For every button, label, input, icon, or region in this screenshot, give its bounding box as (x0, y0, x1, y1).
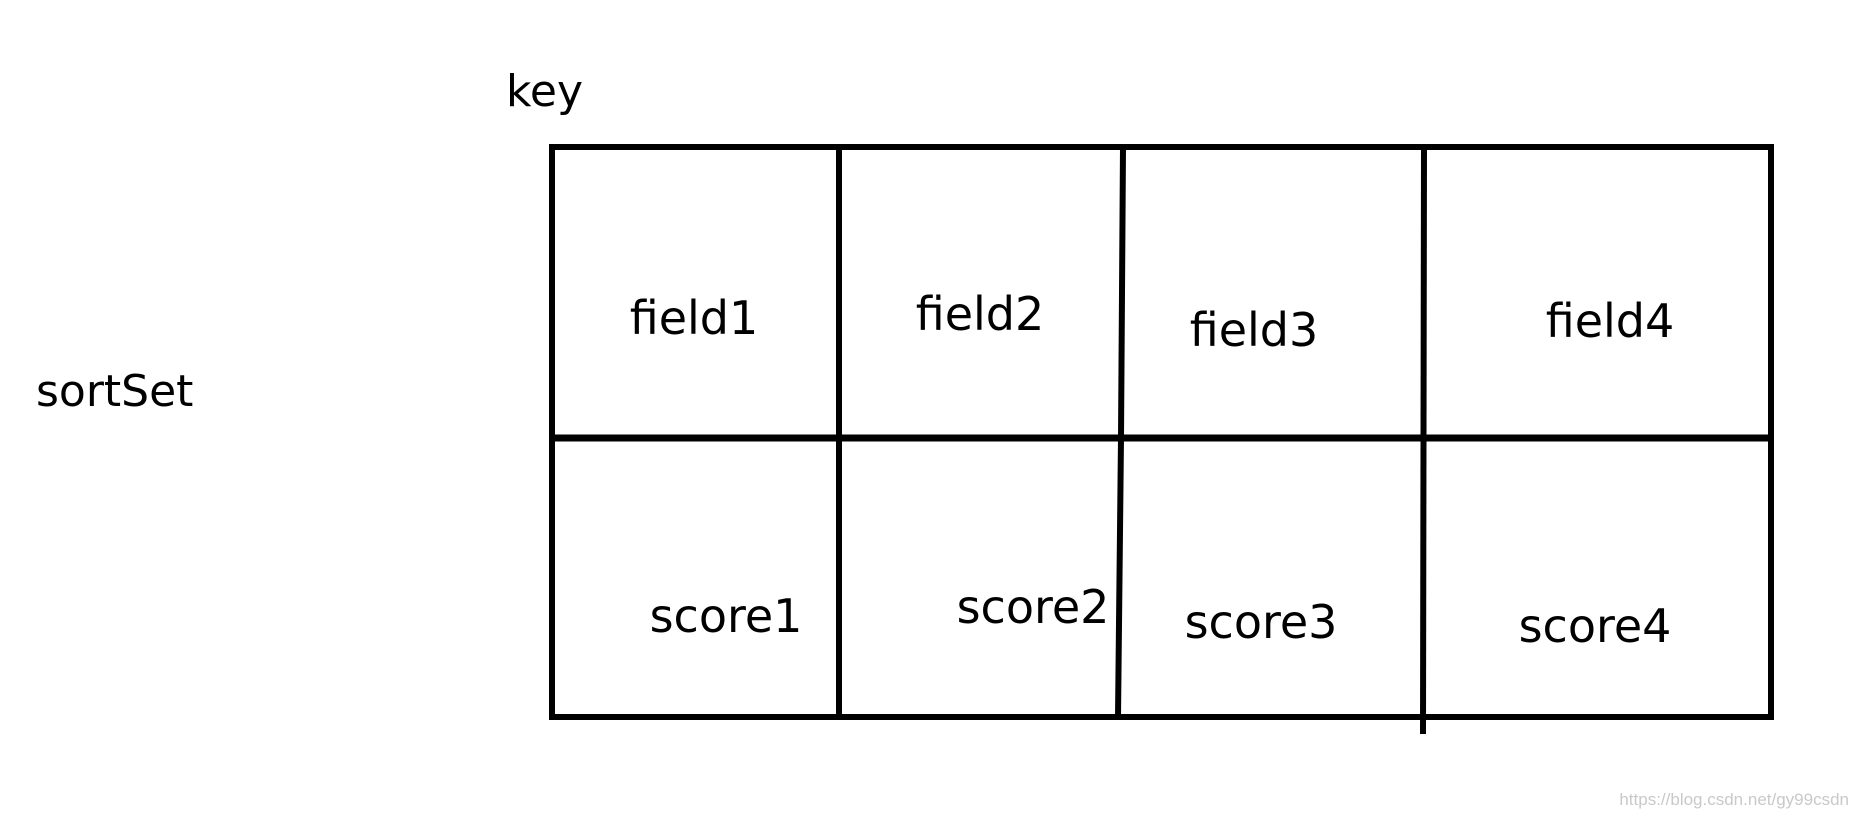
field-cell-2: field2 (915, 287, 1045, 341)
field-cell-1: field1 (629, 291, 759, 345)
score-cell-1: score1 (649, 589, 803, 643)
field-cell-4: field4 (1545, 294, 1675, 348)
score-cell-4: score4 (1518, 599, 1672, 653)
column-divider-2-bottom (1115, 437, 1124, 718)
score-cell-3: score3 (1184, 595, 1338, 649)
key-label: key (506, 66, 584, 117)
table-border (549, 144, 1774, 720)
field-cell-3: field3 (1189, 303, 1319, 357)
column-divider-3 (1420, 146, 1427, 735)
score-cell-2: score2 (956, 580, 1110, 634)
column-divider-2-top (1118, 146, 1126, 439)
structure-label: sortSet (36, 366, 194, 417)
watermark: https://blog.csdn.net/gy99csdn (1619, 790, 1849, 809)
